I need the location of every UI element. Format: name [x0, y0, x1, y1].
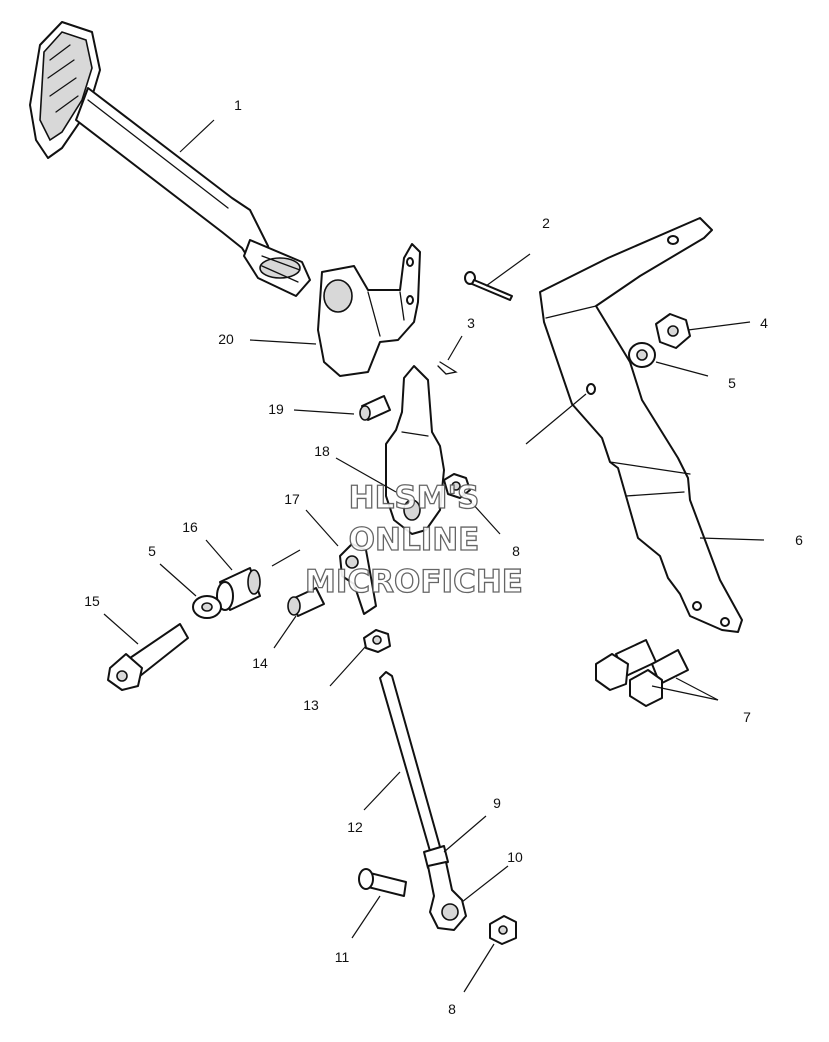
part-14-spacer[interactable] — [287, 587, 325, 617]
part-1-brake-pedal[interactable] — [29, 21, 311, 297]
callout-3: 3 — [467, 315, 475, 331]
part-10-rod-end[interactable] — [427, 861, 467, 931]
callout-20: 20 — [218, 331, 234, 347]
part-12-rod[interactable] — [379, 671, 443, 859]
callout-13: 13 — [303, 697, 319, 713]
part-19-pin[interactable] — [359, 395, 391, 421]
callout-7: 7 — [743, 709, 751, 725]
part-7-bolts[interactable] — [595, 639, 689, 707]
callout-1: 1 — [234, 97, 242, 113]
watermark: HLSM'S ONLINE MICROFICHE — [304, 479, 523, 600]
callout-5-left: 5 — [148, 543, 156, 559]
callout-12: 12 — [347, 819, 363, 835]
callout-numbers: 1 2 3 4 5 5 6 7 8 8 9 10 11 12 13 14 15 … — [84, 97, 803, 1017]
watermark-line-3: MICROFICHE — [305, 564, 523, 600]
callout-18: 18 — [314, 443, 330, 459]
part-13-nut[interactable] — [363, 629, 391, 653]
part-5-washer-left[interactable] — [192, 595, 222, 619]
part-17-clevis[interactable] — [339, 543, 377, 615]
part-8-nut-lower[interactable] — [489, 915, 517, 945]
callout-16: 16 — [182, 519, 198, 535]
callout-6: 6 — [795, 532, 803, 548]
part-2-pin[interactable] — [464, 271, 513, 301]
part-20-bracket[interactable] — [317, 243, 421, 377]
leader-lines — [103, 119, 765, 993]
part-11-bolt[interactable] — [358, 868, 407, 897]
part-5-washer-right[interactable] — [628, 342, 656, 368]
callout-2: 2 — [542, 215, 550, 231]
part-16-bushing[interactable] — [216, 567, 261, 611]
callout-17: 17 — [284, 491, 300, 507]
callout-15: 15 — [84, 593, 100, 609]
callout-19: 19 — [268, 401, 284, 417]
callout-8-lower: 8 — [448, 1001, 456, 1017]
callout-14: 14 — [252, 655, 268, 671]
callout-4: 4 — [760, 315, 768, 331]
callout-5-right: 5 — [728, 375, 736, 391]
part-15-bolt[interactable] — [107, 623, 189, 691]
part-4-nut[interactable] — [655, 313, 691, 349]
callout-10: 10 — [507, 849, 523, 865]
watermark-line-2: ONLINE — [349, 522, 480, 558]
callout-11: 11 — [335, 949, 350, 965]
watermark-line-1: HLSM'S — [349, 480, 480, 516]
part-18-lever[interactable] — [385, 365, 445, 535]
part-8-nut-upper[interactable] — [443, 473, 471, 499]
callout-9: 9 — [493, 795, 501, 811]
callout-8-upper: 8 — [512, 543, 520, 559]
part-3-cotter-pin[interactable] — [437, 361, 458, 375]
part-6-mounting-plate[interactable] — [539, 217, 743, 633]
